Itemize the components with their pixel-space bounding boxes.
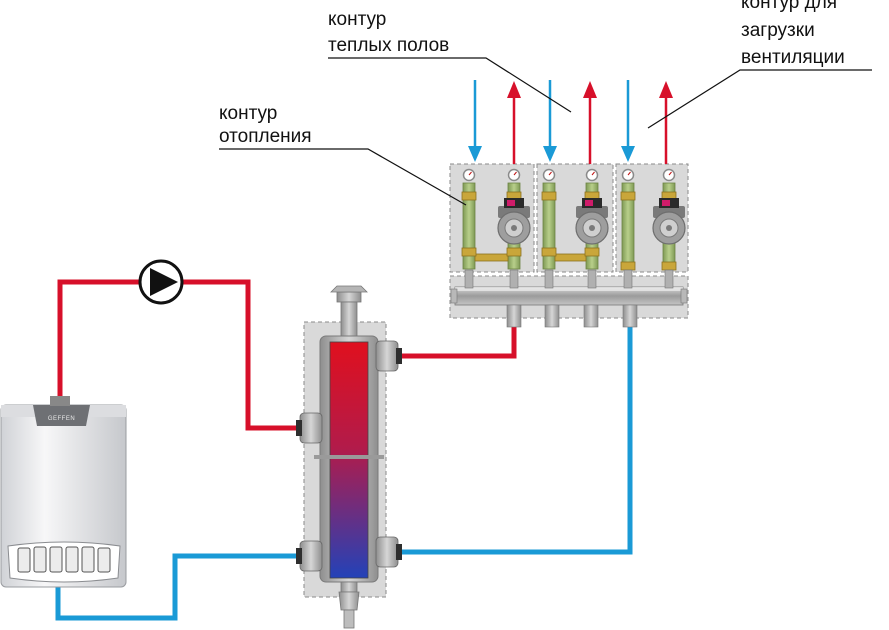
boiler-icon: GEFFEN [0, 396, 127, 588]
floor-circuit-label: контур теплых полов [328, 9, 572, 113]
svg-text:вентиляции: вентиляции [741, 47, 845, 68]
flow-arrow-icon [468, 80, 673, 164]
boiler-return-pipe [55, 553, 300, 621]
heating-circuit-label: контур отопления [219, 103, 467, 206]
svg-text:теплых полов: теплых полов [328, 35, 449, 56]
vent-circuit-label: контур для загрузки вентиляции [647, 0, 872, 129]
svg-text:загрузки: загрузки [741, 20, 815, 41]
boiler-supply-pipe [57, 279, 300, 431]
svg-text:контур: контур [219, 103, 277, 124]
pump-icon [138, 259, 184, 305]
hydraulic-separator-icon [296, 285, 402, 629]
boiler-brand: GEFFEN [48, 416, 75, 422]
manifold-return-pipe [388, 325, 633, 555]
svg-text:контур для: контур для [741, 0, 837, 13]
supply-pipes [57, 279, 517, 431]
svg-text:контур: контур [328, 9, 386, 30]
return-pipes [55, 325, 633, 621]
manifold-assembly [449, 163, 689, 328]
svg-text:отопления: отопления [219, 126, 312, 147]
boiler-control-panel [17, 546, 111, 573]
separator-supply-pipe [388, 325, 517, 359]
